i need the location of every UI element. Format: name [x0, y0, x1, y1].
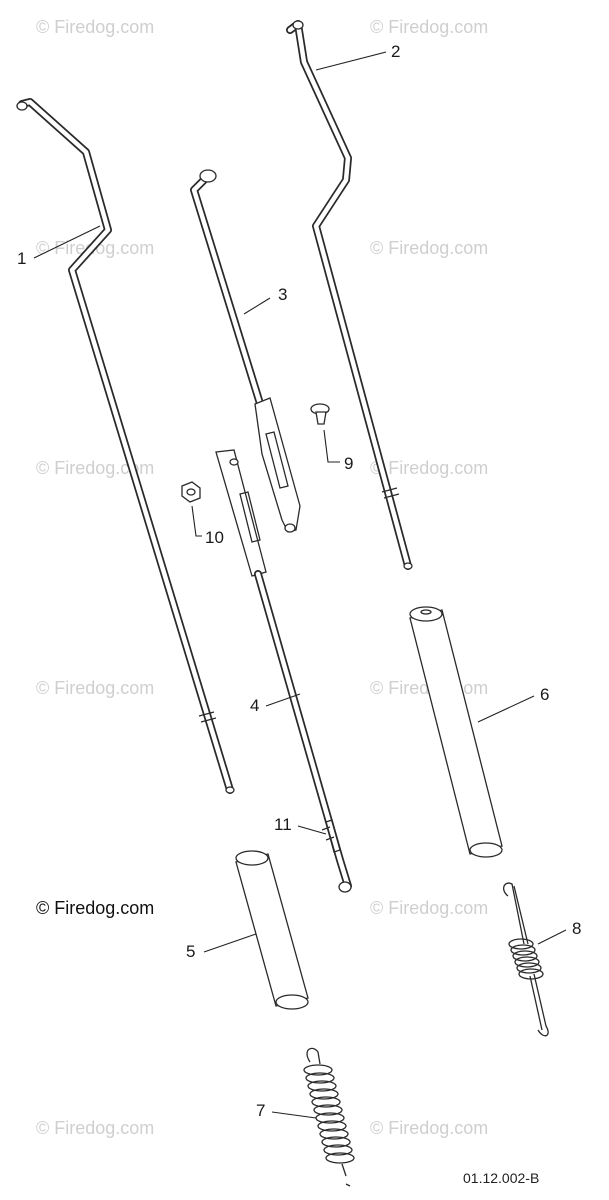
part-6-grip [409, 606, 503, 858]
watermark: © Firedog.com [370, 238, 488, 258]
part-9-bolt [310, 403, 330, 425]
part-11-clip [321, 819, 341, 853]
callout-8: 8 [572, 919, 581, 938]
callout-5: 5 [186, 942, 195, 961]
callout-6: 6 [540, 685, 549, 704]
callout-11: 11 [274, 815, 292, 834]
part-8-spring [502, 882, 549, 1037]
callout-4: 4 [250, 696, 259, 715]
part-10-nut [181, 481, 201, 503]
part-1-rod [16, 98, 235, 794]
watermark: © Firedog.com [370, 17, 488, 37]
drawing-code: 01.12.002-B [463, 1170, 539, 1186]
callout-1: 1 [17, 249, 26, 268]
part-2-rod [286, 20, 413, 570]
callout-2: 2 [391, 42, 400, 61]
leader-lines [33, 51, 567, 1119]
callout-3: 3 [278, 285, 287, 304]
part-5-grip [235, 850, 309, 1010]
brand-label: © Firedog.com [36, 898, 154, 918]
callout-layer: 1 2 3 4 5 6 7 8 9 10 11 [17, 42, 581, 1120]
watermark: © Firedog.com [370, 458, 488, 478]
watermark: © Firedog.com [36, 1118, 154, 1138]
part-7-spring [303, 1047, 355, 1187]
part-4-rod [215, 449, 352, 893]
watermark: © Firedog.com [36, 678, 154, 698]
watermark: © Firedog.com [370, 1118, 488, 1138]
watermark: © Firedog.com [36, 458, 154, 478]
part-3-rod [190, 169, 301, 533]
watermark: © Firedog.com [36, 17, 154, 37]
callout-9: 9 [344, 454, 353, 473]
callout-7: 7 [256, 1101, 265, 1120]
watermark: © Firedog.com [370, 898, 488, 918]
callout-10: 10 [205, 528, 224, 547]
